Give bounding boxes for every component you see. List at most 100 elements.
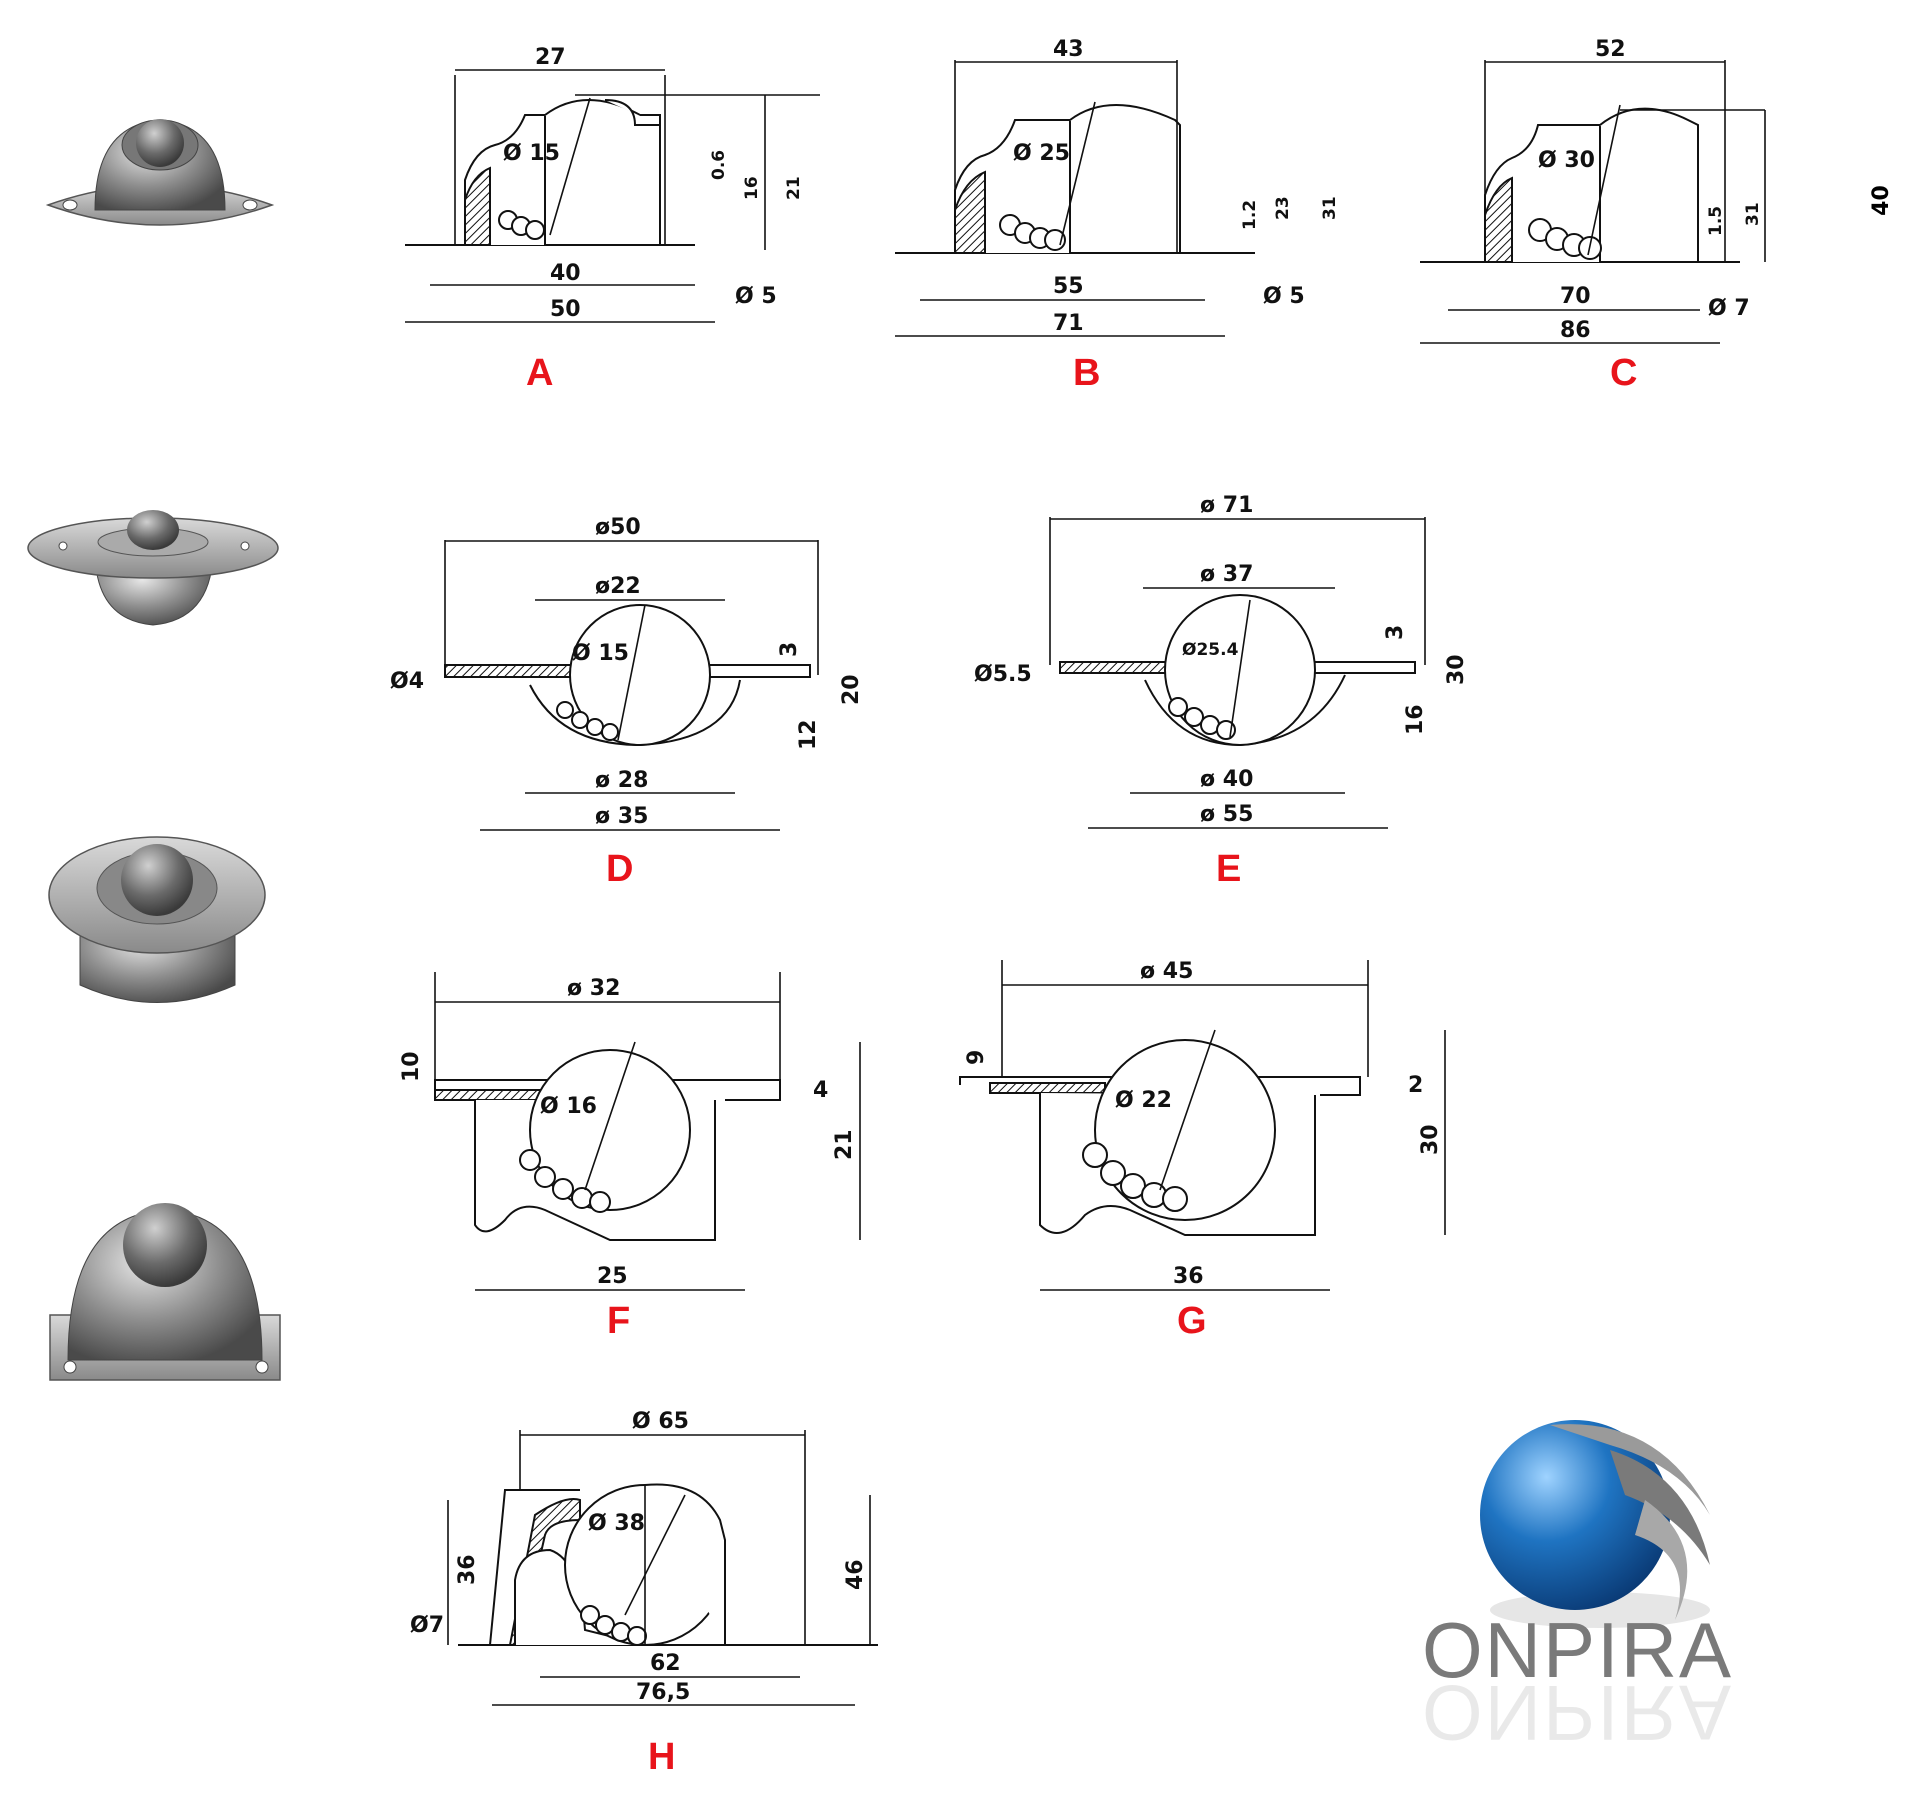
housing-h	[458, 1483, 878, 1646]
onpira-logo: ONPIRA ONPIRA	[1410, 1405, 1830, 1765]
dimensions-d: ø50 ø22 Ø 15 Ø4 3 12 20 ø 28 ø 35	[390, 515, 864, 831]
onpira-logo-mark	[1480, 1420, 1710, 1628]
dimensions-f: ø 32 Ø 16 10 4 21 25	[399, 972, 861, 1291]
dim-f-t: 4	[813, 1078, 828, 1103]
housing-c	[1420, 104, 1740, 263]
ball-transfer-cup-photo	[45, 820, 270, 1015]
housing-a	[405, 97, 695, 246]
ball-transfer-cup-image	[48, 836, 266, 1003]
label-h: H	[648, 1736, 676, 1778]
dim-h-b1: 62	[650, 1651, 681, 1676]
dim-e-hole: Ø5.5	[974, 662, 1032, 687]
housing-e	[1059, 594, 1416, 747]
ball-transfer-round-flange-image	[27, 510, 279, 626]
dim-b-h2: 23	[1273, 196, 1293, 220]
dimensions-a: 27 Ø 15 0.6 16 21 40 50 Ø 5	[405, 45, 820, 323]
dim-a-h1: 0.6	[709, 150, 729, 180]
dim-c-h1: 1.5	[1706, 206, 1726, 236]
dim-b-h1: 1.2	[1240, 200, 1260, 230]
dimensions-h: Ø 65 Ø 38 Ø7 36 46 62 76,5	[410, 1409, 871, 1706]
dimensions-c: 52 Ø 30 1.5 31 70 86 Ø 7	[1420, 37, 1766, 344]
label-a: A	[526, 352, 554, 394]
dim-f-side: 10	[399, 1051, 424, 1082]
ball-transfer-oval-flange-photo	[40, 105, 280, 240]
dim-c-hole: Ø 7	[1708, 296, 1750, 321]
dim-c-b2: 86	[1560, 318, 1591, 343]
dim-d-outer: ø50	[595, 515, 641, 540]
dim-e-outer: ø 71	[1200, 493, 1253, 518]
onpira-logo-text: ONPIRA	[1422, 1606, 1734, 1694]
dim-e-h2: 30	[1444, 654, 1469, 685]
dim-h-outer: Ø 65	[632, 1409, 689, 1434]
label-d: D	[606, 848, 634, 890]
dimensions-b: 43 Ø 25 1.2 23 31 55 71 Ø 5	[895, 37, 1340, 337]
label-e: E	[1216, 848, 1242, 890]
label-g: G	[1177, 1300, 1207, 1342]
dim-c-h2: 31	[1743, 202, 1763, 226]
ball-transfer-square-flange-image	[49, 1203, 281, 1381]
dim-b-h3: 31	[1320, 196, 1340, 220]
dim-d-hole: Ø4	[390, 669, 424, 694]
dimensions-g: ø 45 Ø 22 9 2 30 36	[964, 959, 1446, 1291]
housing-g	[959, 1029, 1361, 1236]
dim-f-h: 21	[832, 1129, 857, 1160]
dim-f-outer: ø 32	[567, 976, 620, 1001]
dim-h-hole: Ø7	[410, 1613, 444, 1638]
dim-d-t: 3	[777, 642, 802, 657]
dim-a-top: 27	[535, 45, 566, 70]
dim-a-b2: 50	[550, 297, 581, 322]
dim-d-b2: ø 35	[595, 804, 648, 829]
dim-b-ball: Ø 25	[1013, 141, 1070, 166]
dim-h-b2: 76,5	[636, 1680, 690, 1705]
dim-g-ball: Ø 22	[1115, 1088, 1172, 1113]
dim-f-b: 25	[597, 1264, 628, 1289]
dim-d-h1: 12	[796, 719, 821, 750]
dim-d-b1: ø 28	[595, 768, 648, 793]
dim-d-top: ø22	[595, 574, 641, 599]
dim-g-outer: ø 45	[1140, 959, 1193, 984]
dim-h-h: 46	[843, 1559, 868, 1590]
dim-c-top: 52	[1595, 37, 1626, 62]
dim-e-h1: 16	[1403, 704, 1428, 735]
dim-a-h2: 16	[742, 176, 762, 200]
drawing-f: ø 32 Ø 16 10 4 21 25	[395, 960, 875, 1310]
dim-d-ball: Ø 15	[572, 641, 629, 666]
label-c: C	[1610, 352, 1638, 394]
drawing-e: ø 71 ø 37 Ø25.4 Ø5.5 3 16 30 ø 40 ø 55	[970, 493, 1490, 850]
dim-b-b2: 71	[1053, 311, 1084, 336]
housing-d	[444, 604, 811, 747]
dim-c-ball: Ø 30	[1538, 148, 1595, 173]
dim-c-b1: 70	[1560, 284, 1591, 309]
dim-b-hole: Ø 5	[1263, 284, 1305, 309]
ball-transfer-square-flange-photo	[40, 1195, 290, 1390]
drawing-b: 43 Ø 25 1.2 23 31 55 71 Ø 5	[895, 37, 1340, 350]
dim-e-top: ø 37	[1200, 562, 1253, 587]
housing-b	[895, 101, 1255, 254]
dim-a-b1: 40	[550, 261, 581, 286]
dim-d-h2: 20	[839, 674, 864, 705]
dim-c-h3: 40	[1868, 185, 1894, 216]
dimensions-e: ø 71 ø 37 Ø25.4 Ø5.5 3 16 30 ø 40 ø 55	[974, 493, 1469, 829]
ball-transfer-oval-flange-image	[45, 119, 275, 226]
ball-transfer-round-flange-photo	[25, 490, 280, 630]
drawing-h: Ø 65 Ø 38 Ø7 36 46 62 76,5	[400, 1400, 880, 1730]
dim-g-side: 9	[964, 1050, 989, 1065]
dim-g-h: 30	[1418, 1124, 1443, 1155]
label-b: B	[1073, 352, 1101, 394]
drawing-g: ø 45 Ø 22 9 2 30 36	[950, 945, 1450, 1315]
dim-g-b: 36	[1173, 1264, 1204, 1289]
drawing-d: ø50 ø22 Ø 15 Ø4 3 12 20 ø 28 ø 35	[370, 505, 870, 850]
housing-f	[434, 1041, 781, 1241]
dim-a-ball: Ø 15	[503, 141, 560, 166]
dim-e-b1: ø 40	[1200, 767, 1253, 792]
dim-b-top: 43	[1053, 37, 1084, 62]
drawing-a: 27 Ø 15 0.6 16 21 40 50 Ø 5	[395, 40, 820, 340]
drawing-c: 52 Ø 30 1.5 31 70 86 Ø 7	[1420, 37, 1770, 360]
dim-h-ball: Ø 38	[588, 1511, 645, 1536]
dim-a-h3: 21	[784, 176, 804, 200]
dim-e-t: 3	[1383, 625, 1408, 640]
onpira-logo-reflection: ONPIRA	[1422, 1669, 1734, 1757]
dim-f-ball: Ø 16	[540, 1094, 597, 1119]
dim-e-b2: ø 55	[1200, 802, 1253, 827]
dim-b-b1: 55	[1053, 274, 1084, 299]
